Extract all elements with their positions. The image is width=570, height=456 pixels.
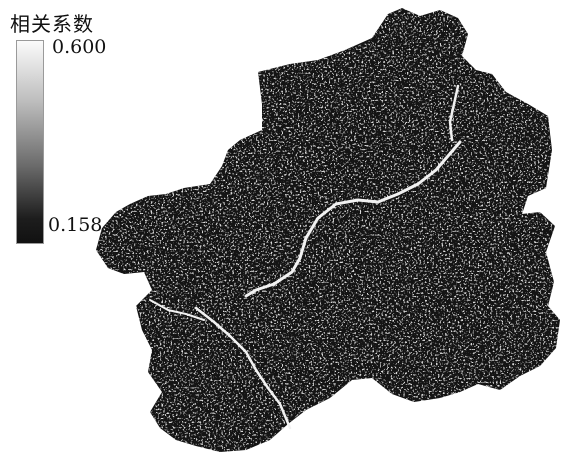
southwest-river bbox=[194, 306, 292, 430]
river-lines bbox=[149, 84, 462, 430]
legend-min-label: 0.158 bbox=[48, 214, 103, 236]
legend-max-label: 0.600 bbox=[52, 36, 107, 58]
southwest-branch bbox=[149, 299, 205, 321]
main-river bbox=[244, 140, 462, 298]
legend-color-ramp bbox=[16, 40, 44, 244]
legend-title: 相关系数 bbox=[10, 12, 94, 36]
north-river bbox=[448, 84, 460, 142]
